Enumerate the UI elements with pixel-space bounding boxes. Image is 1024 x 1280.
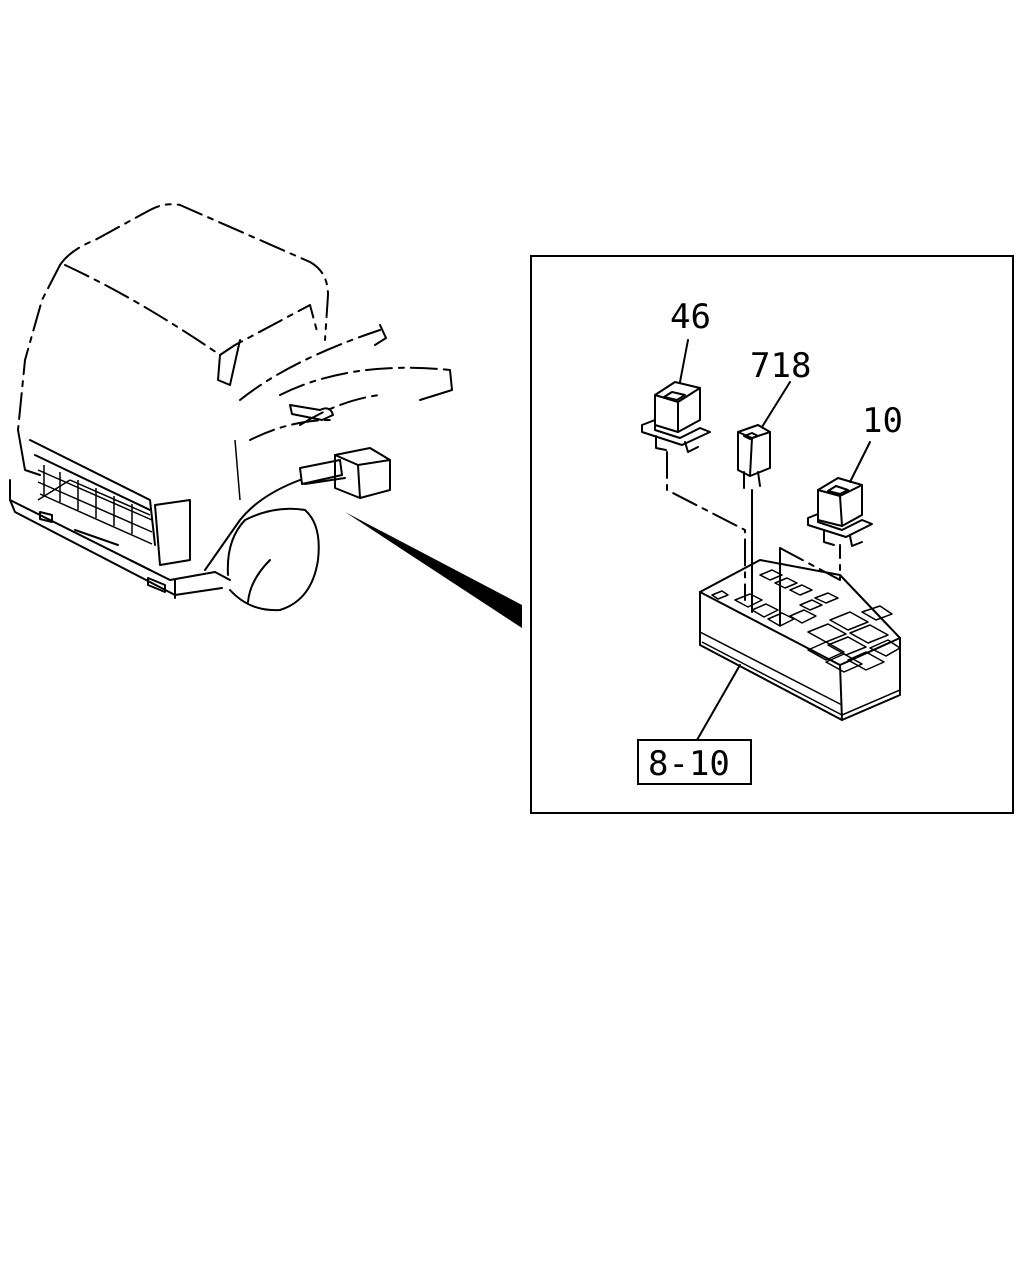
label-relay-718: 718 bbox=[750, 346, 811, 386]
connection-lines bbox=[666, 451, 841, 626]
fuse-box-reference: 8-10 bbox=[637, 739, 752, 785]
label-relay-46: 46 bbox=[670, 297, 711, 337]
relay-10-icon bbox=[807, 441, 873, 547]
relay-718-icon bbox=[737, 381, 791, 489]
truck-cab-outline-icon bbox=[9, 203, 522, 628]
label-fuse-box-8-10: 8-10 bbox=[648, 744, 730, 784]
label-relay-10: 10 bbox=[862, 401, 903, 441]
relay-46-icon bbox=[641, 339, 711, 453]
fuse-box-icon bbox=[696, 559, 901, 741]
detail-view: 46 718 10 bbox=[530, 255, 1014, 814]
